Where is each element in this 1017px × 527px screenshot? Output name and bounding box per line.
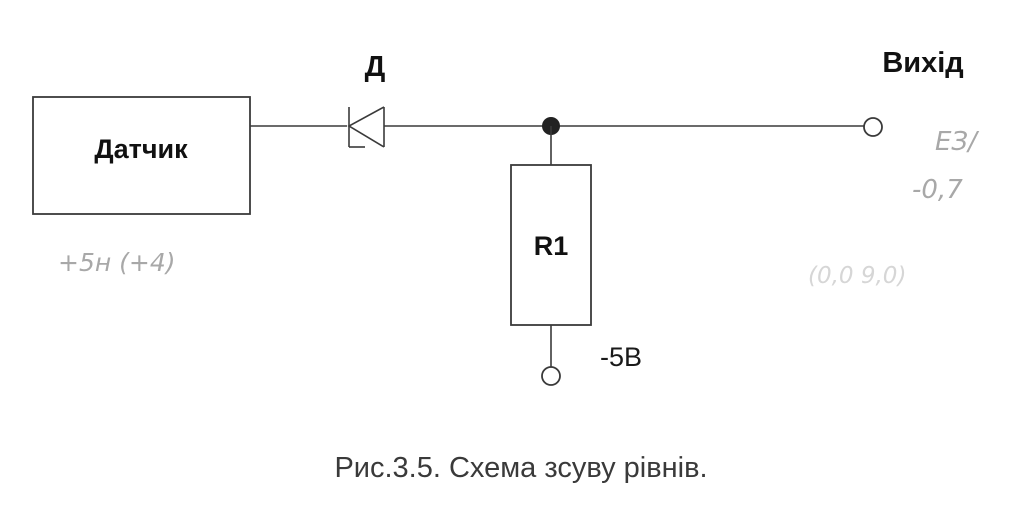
resistor-label: R1 — [534, 231, 569, 261]
supply-terminal — [541, 366, 561, 386]
supply-label: -5В — [600, 342, 642, 372]
resistor-body — [510, 164, 592, 326]
output-terminal — [863, 117, 883, 137]
handwritten-note-right-top: ЕЗ/ — [935, 127, 980, 157]
handwritten-note-left: +5н (+4) — [58, 248, 176, 277]
sensor-label: Датчик — [94, 134, 188, 164]
handwritten-note-right-bottom: (0,0 9,0) — [808, 263, 906, 289]
figure-caption: Рис.3.5. Схема зсуву рівнів. — [334, 452, 707, 484]
handwritten-note-right-mid: -0,7 — [912, 175, 963, 205]
diode-label: Д — [365, 51, 386, 83]
sensor-block — [32, 96, 251, 215]
diode-symbol — [347, 106, 385, 148]
output-label: Вихід — [882, 47, 963, 79]
